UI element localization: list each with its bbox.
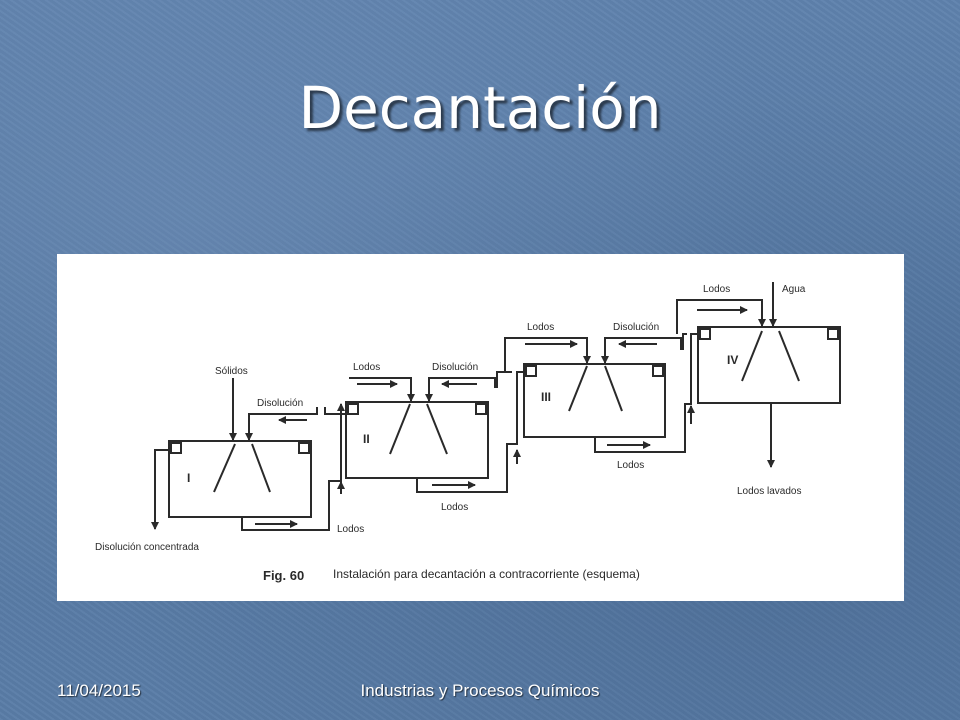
disolucion-into-tank-1-line	[245, 407, 318, 441]
tank-1-weir-right	[298, 442, 310, 454]
figure-caption-number: Fig. 60	[263, 568, 304, 583]
disolucion-into-tank-3-line	[601, 337, 682, 364]
disolucion-2-to-1-line	[324, 407, 346, 415]
label-lodos-3: Lodos	[703, 284, 730, 295]
lodos-2-to-3-line	[416, 371, 524, 493]
tank-4-body	[697, 326, 841, 404]
label-disolucion-2: Disolución	[432, 362, 478, 373]
tank-1-baffle-left	[213, 443, 236, 493]
diagram-figure: I II III IV Sólidos Agua Disolución Diso…	[57, 254, 904, 601]
tank-3-weir-left	[525, 365, 537, 377]
disolucion-4-to-3-line	[682, 333, 687, 350]
slide-title: Decantación	[298, 74, 662, 142]
label-lodos-2: Lodos	[527, 322, 554, 333]
label-lodos-4: Lodos	[337, 524, 364, 535]
decantation-diagram: I II III IV Sólidos Agua Disolución Diso…	[95, 282, 841, 583]
label-lodos-lavados: Lodos lavados	[737, 486, 802, 497]
tank-2-weir-right	[475, 403, 487, 415]
tank-4-baffle-left	[741, 330, 763, 382]
tank-4-baffle-right	[778, 330, 800, 382]
label-solidos: Sólidos	[215, 366, 248, 377]
tank-4-label: IV	[727, 353, 738, 367]
label-lodos-6: Lodos	[617, 460, 644, 471]
tank-1-baffle-right	[251, 443, 271, 493]
tank-1-weir-left	[170, 442, 182, 454]
tank-4-weir-right	[827, 328, 839, 340]
tank-3-baffle-left	[568, 365, 588, 412]
label-disolucion-3: Disolución	[613, 322, 659, 333]
tank-1-body	[168, 440, 312, 518]
label-lodos-1: Lodos	[353, 362, 380, 373]
tank-3-weir-right	[652, 365, 664, 377]
figure-caption-text: Instalación para decantación a contracor…	[333, 567, 640, 581]
label-agua: Agua	[782, 284, 806, 295]
tank-2-label: II	[363, 432, 370, 446]
tank-2-weir-left	[347, 403, 359, 415]
label-disolucion-1: Disolución	[257, 398, 303, 409]
tank-4	[697, 326, 841, 404]
label-lodos-5: Lodos	[441, 502, 468, 513]
tank-3-baffle-right	[604, 365, 623, 412]
tank-1-label: I	[187, 471, 190, 485]
lodos-1-to-2-line	[241, 403, 345, 531]
tank-1	[168, 440, 312, 518]
label-disolucion-concentrada: Disolución concentrada	[95, 542, 199, 553]
footer-course-name: Industrias y Procesos Químicos	[360, 681, 600, 700]
disolucion-3-to-2-line	[496, 371, 512, 388]
tank-2-baffle-left	[389, 403, 411, 455]
lodos-into-tank-3-line	[504, 337, 591, 372]
disolucion-into-tank-2-line	[425, 377, 496, 402]
tank-2-baffle-right	[426, 403, 448, 455]
tank-3-label: III	[541, 390, 551, 404]
lodos-into-tank-4-line	[676, 299, 766, 334]
lodos-into-tank-2-line	[349, 377, 415, 402]
disolucion-concentrada-outlet-line	[151, 449, 169, 530]
lodos-3-to-4-line	[594, 333, 698, 453]
footer-date: 11/04/2015	[57, 681, 141, 700]
tank-4-weir-left	[699, 328, 711, 340]
